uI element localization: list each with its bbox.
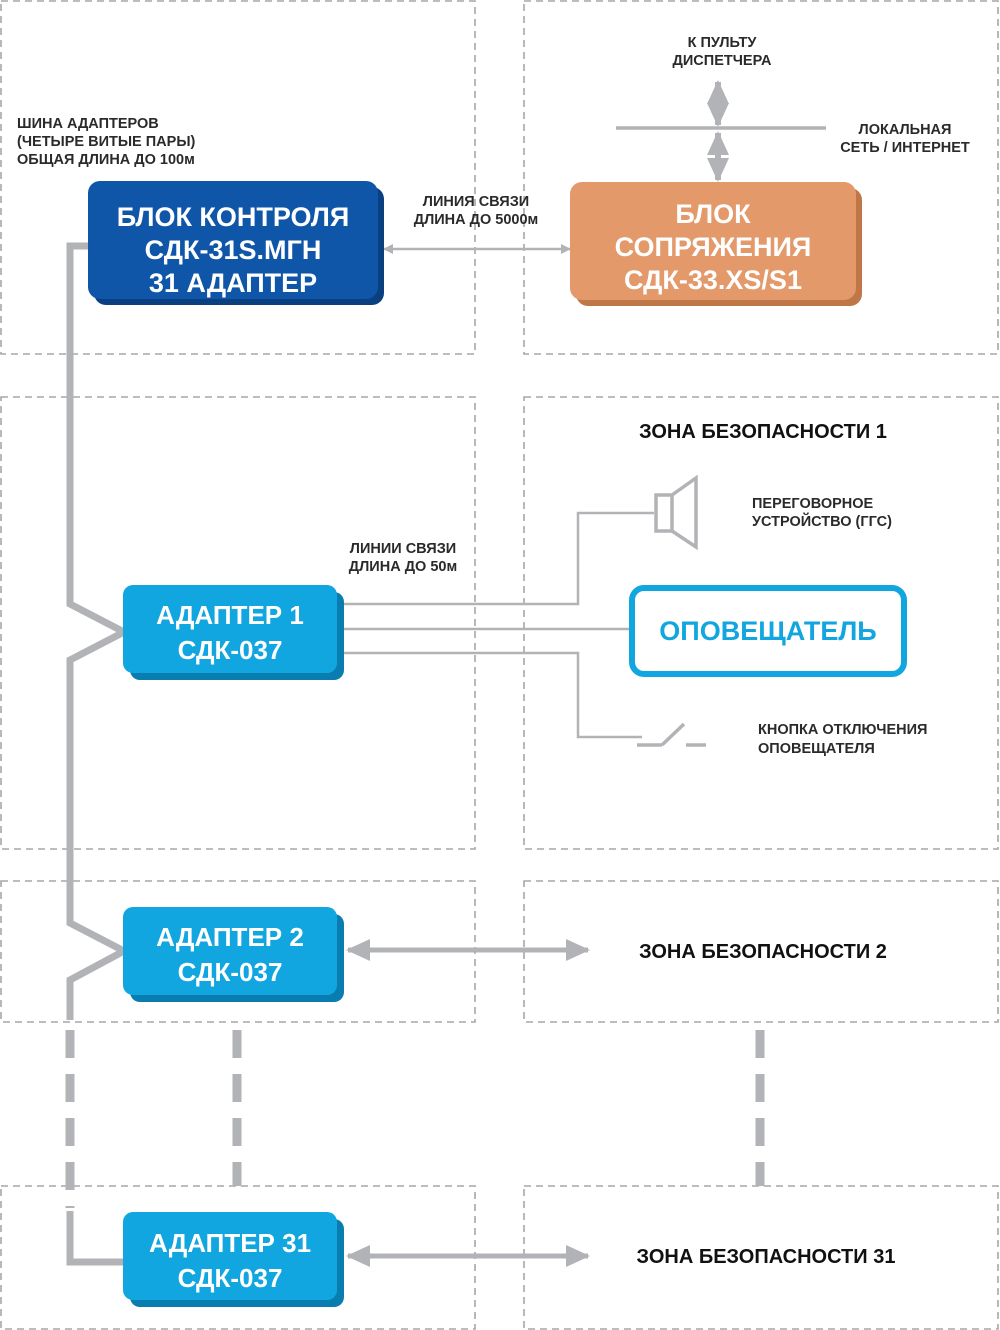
frame-zone31-area bbox=[523, 1185, 999, 1330]
off-button-label-line2: ОПОВЕЩАТЕЛЯ bbox=[758, 741, 875, 757]
links-50-label-line2: ДЛИНА ДО 50м bbox=[349, 559, 457, 575]
adapter-bus-dashed bbox=[65, 1030, 765, 1208]
zone31-title: ЗОНА БЕЗОПАСНОСТИ 31 bbox=[637, 1246, 896, 1268]
intercom-label-line2: УСТРОЙСТВО (ГГС) bbox=[752, 512, 892, 530]
interface-block-line3: СДК-33.XS/S1 bbox=[624, 265, 802, 295]
adapter-bus-label-line3: ОБЩАЯ ДЛИНА ДО 100м bbox=[17, 152, 195, 168]
adapter1-lines bbox=[343, 511, 654, 739]
adapter1-line2: СДК-037 bbox=[178, 635, 283, 665]
to-console-label-line2: ДИСПЕТЧЕРА bbox=[673, 53, 772, 69]
notifier-block: ОПОВЕЩАТЕЛЬ bbox=[629, 585, 907, 677]
zone1-title: ЗОНА БЕЗОПАСНОСТИ 1 bbox=[639, 421, 887, 443]
zone2-title: ЗОНА БЕЗОПАСНОСТИ 2 bbox=[639, 941, 887, 963]
to-console-label: К ПУЛЬТУ ДИСПЕТЧЕРА bbox=[673, 35, 772, 69]
frame-control-area bbox=[0, 0, 476, 355]
control-block: БЛОК КОНТРОЛЯ СДК-31S.МГН 31 АДАПТЕР bbox=[88, 181, 384, 305]
adapter-bus-label-line2: (ЧЕТЫРЕ ВИТЫЕ ПАРЫ) bbox=[17, 134, 196, 150]
interface-block-line1: БЛОК bbox=[675, 199, 751, 229]
adapter-bus bbox=[66, 242, 132, 1266]
off-button-label-line1: КНОПКА ОТКЛЮЧЕНИЯ bbox=[758, 722, 927, 738]
frame-zone2-area bbox=[523, 880, 999, 1023]
network-links bbox=[616, 80, 826, 182]
adapter31-line1: АДАПТЕР 31 bbox=[149, 1228, 311, 1258]
speaker-icon bbox=[654, 474, 698, 551]
frame-adapter1-area bbox=[0, 396, 476, 850]
notifier-label: ОПОВЕЩАТЕЛЬ bbox=[659, 616, 876, 646]
link-5000-label-line1: ЛИНИЯ СВЯЗИ bbox=[423, 194, 529, 210]
adapter31-block: АДАПТЕР 31 СДК-037 bbox=[123, 1212, 344, 1307]
control-block-line3: 31 АДАПТЕР bbox=[149, 268, 317, 298]
links-50-label-line1: ЛИНИИ СВЯЗИ bbox=[350, 541, 456, 557]
switch-icon bbox=[637, 722, 706, 747]
adapter2-line1: АДАПТЕР 2 bbox=[156, 922, 304, 952]
adapter-bus-label-line1: ШИНА АДАПТЕРОВ bbox=[17, 116, 159, 132]
intercom-label: ПЕРЕГОВОРНОЕ УСТРОЙСТВО (ГГС) bbox=[752, 496, 892, 530]
intercom-label-line1: ПЕРЕГОВОРНОЕ bbox=[752, 496, 874, 512]
adapter-bus-label: ШИНА АДАПТЕРОВ (ЧЕТЫРЕ ВИТЫЕ ПАРЫ) ОБЩАЯ… bbox=[17, 116, 196, 168]
adapter31-line2: СДК-037 bbox=[178, 1263, 283, 1293]
local-net-label-line1: ЛОКАЛЬНАЯ bbox=[859, 122, 952, 138]
control-block-line2: СДК-31S.МГН bbox=[145, 235, 322, 265]
frame-zone1-area bbox=[523, 396, 999, 850]
link-5000-label: ЛИНИЯ СВЯЗИ ДЛИНА ДО 5000м bbox=[414, 194, 539, 228]
local-net-label-line2: СЕТЬ / ИНТЕРНЕТ bbox=[840, 140, 970, 156]
control-block-line1: БЛОК КОНТРОЛЯ bbox=[117, 202, 349, 232]
adapter2-line2: СДК-037 bbox=[178, 957, 283, 987]
off-button-label: КНОПКА ОТКЛЮЧЕНИЯ ОПОВЕЩАТЕЛЯ bbox=[758, 722, 927, 757]
links-50-label: ЛИНИИ СВЯЗИ ДЛИНА ДО 50м bbox=[349, 541, 457, 575]
to-console-label-line1: К ПУЛЬТУ bbox=[688, 35, 758, 51]
adapter2-block: АДАПТЕР 2 СДК-037 bbox=[123, 907, 344, 1002]
adapter1-line1: АДАПТЕР 1 bbox=[156, 600, 304, 630]
interface-block: БЛОК СОПРЯЖЕНИЯ СДК-33.XS/S1 bbox=[570, 182, 862, 306]
interface-block-line2: СОПРЯЖЕНИЯ bbox=[615, 232, 812, 262]
local-net-label: ЛОКАЛЬНАЯ СЕТЬ / ИНТЕРНЕТ bbox=[840, 122, 970, 156]
link-5000-label-line2: ДЛИНА ДО 5000м bbox=[414, 212, 539, 228]
adapter1-block: АДАПТЕР 1 СДК-037 bbox=[123, 585, 344, 680]
frame-interface-area bbox=[523, 0, 999, 355]
